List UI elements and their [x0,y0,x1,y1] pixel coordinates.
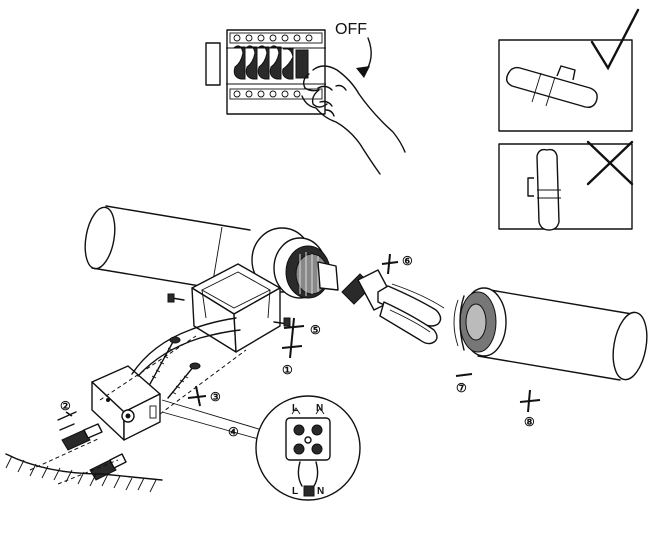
breaker-top-terminals [229,32,323,44]
screw-icon [167,293,185,303]
step-number-6: ⑥ [402,254,413,268]
supply-cables [131,317,241,377]
wall-surface [5,453,163,493]
step-number-4: ④ [228,425,239,439]
terminal-label-bottom-l: L [292,486,298,497]
lamp-housing-right [453,287,648,381]
hand-illustration [301,65,406,175]
screwdriver-cross-icon-step1 [281,337,303,359]
breaker-bottom-terminals [229,88,323,100]
step-number-5: ⑤ [310,323,321,337]
screwdriver-cross-icon-step5 [283,317,305,339]
off-arrow-icon [356,37,372,78]
mounting-box [191,263,281,353]
cfl-bulb [341,269,445,345]
wall-plate [91,365,161,441]
step-number-7: ⑦ [456,381,467,395]
screwdriver-cross-icon-step3 [187,385,207,407]
terminal-block [285,407,331,461]
screwdriver-cross-icon-step6 [381,253,399,275]
screw-long-upper [149,336,181,385]
minus-icon-step7 [455,373,473,377]
step-number-3: ③ [210,390,221,404]
screwdriver-cross-icon-step8 [519,389,541,413]
breaker-panel [205,29,326,115]
off-label: OFF [335,21,367,38]
wall-anchor-upper [61,423,103,451]
step-number-8: ⑧ [524,415,535,429]
lamp-housing-left [84,205,339,299]
step-number-1: ① [282,363,293,377]
screw-long-lower [167,362,201,399]
wrong-orientation-box [498,140,634,231]
terminal-label-top-l: L [292,403,298,414]
wiring-detail-callout [161,395,361,501]
step-number-2: ② [60,399,71,413]
terminal-label-bottom-n: N [317,486,324,497]
screw-icon-box-right [273,317,291,327]
wall-anchor-lower [89,453,127,481]
cross-mark-icon [586,140,634,186]
terminal-label-top-n: N [316,403,323,414]
drill-arrow-icon-step2 [65,411,73,417]
breaker-switches [233,45,309,80]
correct-orientation-box [498,8,640,132]
check-mark-icon [590,8,640,71]
